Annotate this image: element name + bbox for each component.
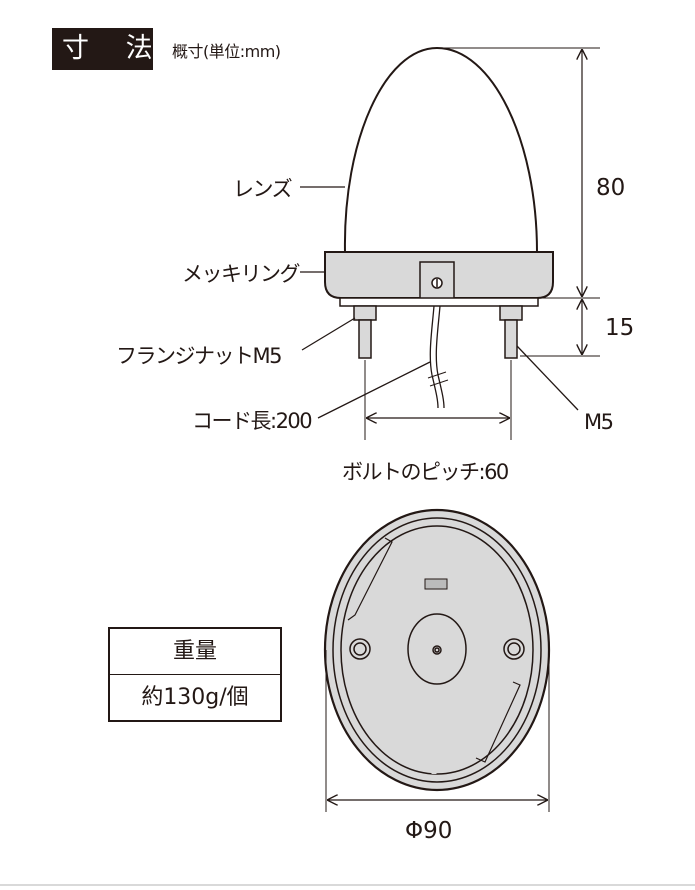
label-lens: レンズ	[233, 177, 293, 201]
label-flange-nut: フランジナットM5	[116, 344, 282, 368]
mount-hole-left	[349, 638, 371, 660]
dim-15: 15	[605, 315, 635, 341]
divider	[0, 884, 695, 886]
unit-note: 概寸(単位:mm)	[172, 42, 281, 61]
weight-value: 約130g/個	[141, 685, 249, 710]
section-title: 寸 法	[52, 28, 153, 70]
mount-hole-right	[503, 638, 525, 660]
weight-table: 重量 約130g/個	[108, 627, 282, 722]
dim-diameter: Φ90	[405, 818, 453, 844]
label-bolt-pitch: ボルトのピッチ:60	[342, 460, 509, 484]
base-plate	[339, 297, 539, 307]
logo-mark	[424, 578, 448, 590]
cord	[429, 305, 439, 409]
label-cord-length: コード長:200	[192, 409, 313, 433]
weight-header: 重量	[110, 629, 280, 675]
right-bolt	[499, 305, 523, 359]
label-plated-ring: メッキリング	[182, 262, 301, 286]
dim-80: 80	[596, 175, 626, 201]
lens-shape	[343, 46, 538, 253]
label-bolt: M5	[584, 410, 614, 434]
left-bolt	[353, 305, 377, 359]
